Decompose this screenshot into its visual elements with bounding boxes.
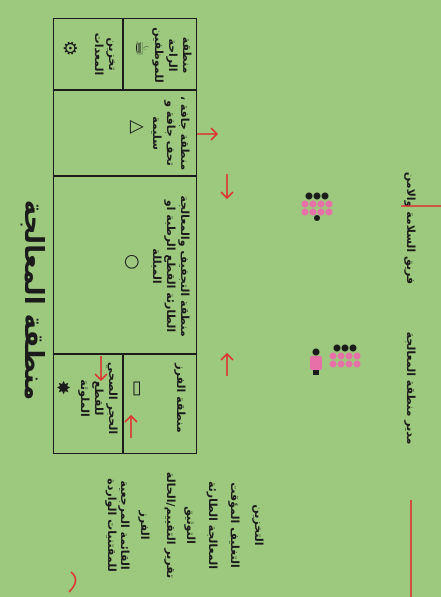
- manager-team-icon: [310, 344, 361, 375]
- safety-team-icon: [301, 192, 333, 221]
- flow-arrows: [68, 127, 441, 597]
